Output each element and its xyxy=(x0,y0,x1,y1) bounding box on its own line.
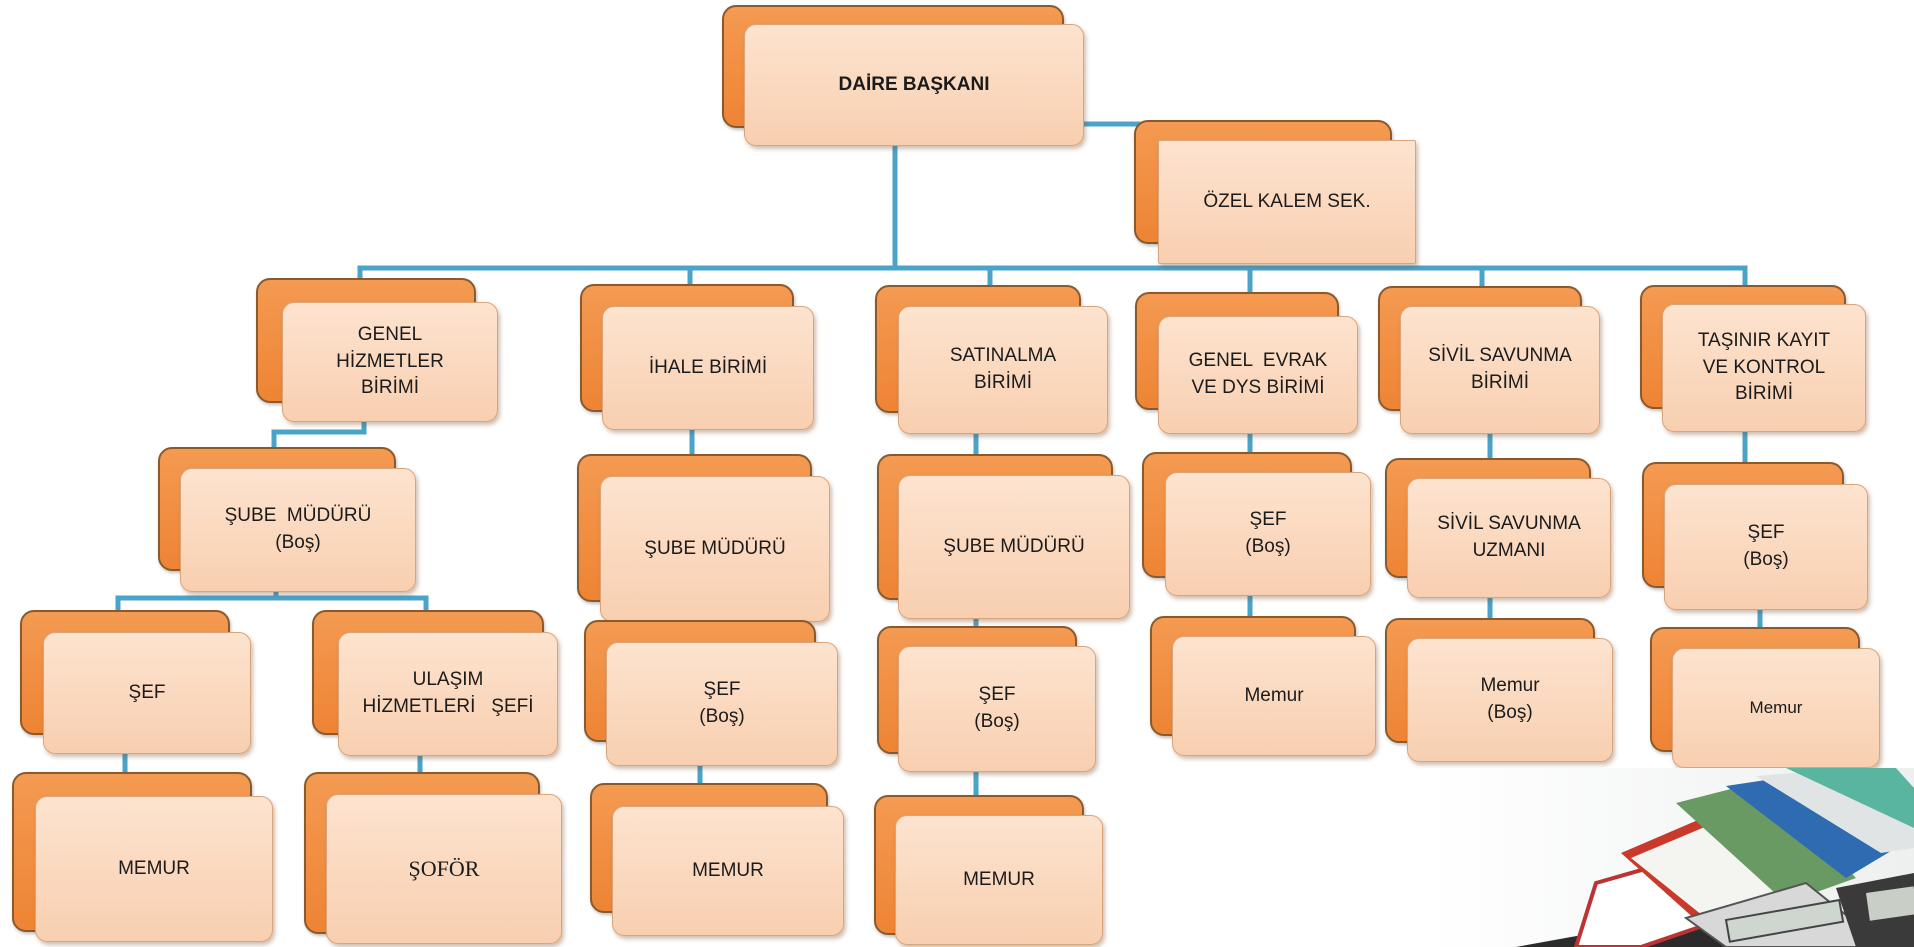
books-and-calculator-image xyxy=(1426,768,1914,947)
node-label-line: ŞUBE MÜDÜRÜ xyxy=(943,535,1085,557)
node-label-line: ŞUBE MÜDÜRÜ xyxy=(224,505,372,527)
node-label-box: Memur xyxy=(1172,636,1376,756)
node-label-box: SİVİL SAVUNMA BİRİMİ xyxy=(1400,306,1600,434)
node-label-box: MEMUR xyxy=(612,806,844,936)
node-label-line: (Boş) xyxy=(1245,536,1291,557)
node-label-line: BİRİMİ xyxy=(973,372,1033,393)
node-label-line: GENEL EVRAK xyxy=(1188,350,1328,372)
node-label-line: Memur xyxy=(1244,684,1304,706)
node-label-line: (Boş) xyxy=(275,532,321,553)
node-label-box: İHALE BİRİMİ xyxy=(602,306,814,430)
node-label-line: HİZMETLERİ ŞEFİ xyxy=(362,696,534,717)
node-label-box: SATINALMA BİRİMİ xyxy=(898,306,1108,434)
node-label-line: BİRİMİ xyxy=(1734,383,1794,405)
node-label-box: ULAŞIM HİZMETLERİ ŞEFİ xyxy=(338,632,558,756)
node-label-line: VE KONTROL xyxy=(1702,356,1826,378)
node-label-line: ŞEF xyxy=(1249,509,1287,531)
node-label-box: ŞEF (Boş) xyxy=(1165,472,1371,596)
node-label-box: ÖZEL KALEM SEK. xyxy=(1158,140,1416,264)
node-label-line: HİZMETLER xyxy=(336,350,444,372)
node-label-line: (Boş) xyxy=(1743,549,1789,570)
node-label-line: (Boş) xyxy=(699,706,745,727)
node-label-box: ŞUBE MÜDÜRÜ xyxy=(600,476,830,622)
node-label-line: GENEL xyxy=(357,324,423,346)
node-label-line: SİVİL SAVUNMA xyxy=(1428,345,1572,367)
node-label-box: GENEL HİZMETLER BİRİMİ xyxy=(282,302,498,422)
node-label-line: ŞOFÖR xyxy=(408,855,480,881)
node-label-box: ŞOFÖR xyxy=(326,794,562,944)
node-label-box: ŞUBE MÜDÜRÜ xyxy=(898,475,1130,619)
node-label-line: MEMUR xyxy=(692,859,764,881)
node-label-box: ŞEF (Boş) xyxy=(1664,484,1868,610)
node-label-box: DAİRE BAŞKANI xyxy=(744,24,1084,146)
node-label-line: (Boş) xyxy=(1487,702,1533,723)
node-label-line: UZMANI xyxy=(1472,540,1546,561)
node-label-line: ŞEF xyxy=(1747,522,1785,544)
node-label-line: SATINALMA xyxy=(949,345,1057,367)
node-label-box: ŞUBE MÜDÜRÜ (Boş) xyxy=(180,468,416,592)
node-label-box: Memur (Boş) xyxy=(1407,638,1613,762)
node-label-box: TAŞINIR KAYIT VE KONTROL BİRİMİ xyxy=(1662,304,1866,432)
node-label-line: ULAŞIM xyxy=(412,669,484,691)
node-label-box: ŞEF (Boş) xyxy=(606,642,838,766)
node-label-box: Memur xyxy=(1672,648,1880,768)
node-label-line: ŞEF xyxy=(978,684,1016,706)
node-label-line: MEMUR xyxy=(963,868,1035,890)
node-label-box: ŞEF xyxy=(43,632,251,754)
node-label-line: BİRİMİ xyxy=(360,377,420,399)
node-label-line: Memur xyxy=(1480,675,1540,697)
node-label-line: ŞEF xyxy=(703,679,741,701)
node-label-line: SİVİL SAVUNMA xyxy=(1437,513,1581,535)
node-label-line: ÖZEL KALEM SEK. xyxy=(1203,190,1371,212)
node-label-line: MEMUR xyxy=(118,857,190,879)
node-label-line: TAŞINIR KAYIT xyxy=(1697,330,1831,352)
node-label-line: BİRİMİ xyxy=(1470,372,1530,393)
node-label-box: GENEL EVRAK VE DYS BİRİMİ xyxy=(1158,316,1358,434)
node-label-line: DAİRE BAŞKANI xyxy=(838,73,990,95)
node-label-box: ŞEF (Boş) xyxy=(898,646,1096,772)
node-label-line: Memur xyxy=(1749,698,1803,718)
node-label-line: ŞEF xyxy=(128,681,166,703)
node-label-box: MEMUR xyxy=(895,815,1103,945)
node-label-box: SİVİL SAVUNMA UZMANI xyxy=(1407,478,1611,598)
node-label-line: İHALE BİRİMİ xyxy=(648,356,768,378)
node-label-line: (Boş) xyxy=(974,711,1020,732)
node-label-line: ŞUBE MÜDÜRÜ xyxy=(644,537,786,559)
node-label-line: VE DYS BİRİMİ xyxy=(1191,377,1325,398)
node-label-box: MEMUR xyxy=(35,796,273,942)
